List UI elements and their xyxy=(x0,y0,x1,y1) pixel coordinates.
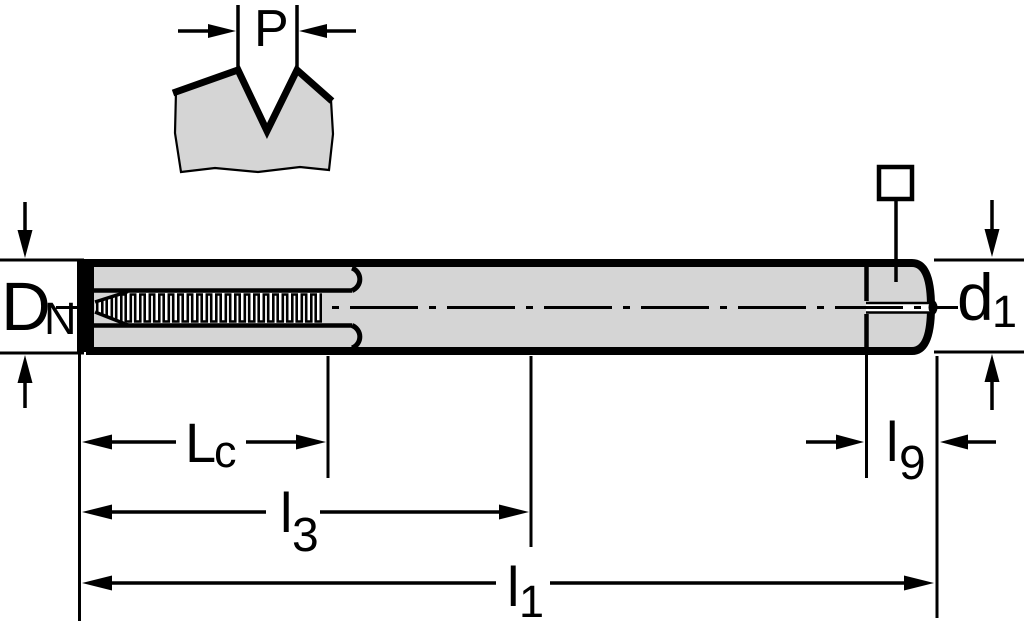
flute-lower-end-cap xyxy=(350,323,363,351)
pitch-detail: P xyxy=(171,0,356,174)
l3-label-sub: 3 xyxy=(292,509,319,562)
diameter-arrows xyxy=(17,200,1000,410)
l9-arrow-left xyxy=(836,434,864,450)
pitch-arrow-left-head xyxy=(208,24,236,38)
dimension-l9: l 9 xyxy=(806,410,996,490)
dn-arrow-bottom-head xyxy=(17,355,33,383)
lc-label-sub: c xyxy=(214,426,237,477)
lc-arrow-left xyxy=(82,434,112,450)
l9-arrow-right xyxy=(940,434,968,450)
lc-arrow-right xyxy=(296,434,326,450)
l3-arrow-right xyxy=(499,504,529,520)
dimension-l3: l 3 xyxy=(82,481,529,562)
l3-label-main: l xyxy=(280,481,292,544)
d1-label-main: d xyxy=(957,260,994,334)
l1-arrow-left xyxy=(82,575,112,591)
d1-label-sub: 1 xyxy=(992,286,1017,337)
diameter-labels: D N d 1 xyxy=(1,260,1017,345)
d1-arrow-bottom-head xyxy=(984,354,1000,382)
thread-boundary-top xyxy=(94,289,129,304)
tap-body xyxy=(77,259,938,355)
l1-arrow-right xyxy=(904,575,934,591)
thread-section-hatch xyxy=(95,293,322,323)
l9-label-main: l xyxy=(886,410,898,473)
tap-front-end-face xyxy=(77,259,92,352)
l9-label-sub: 9 xyxy=(899,437,926,490)
square-drive-callout xyxy=(876,164,915,282)
dn-arrow-top-head xyxy=(17,230,33,258)
l3-arrow-left xyxy=(82,504,112,520)
flute-upper-end-cap xyxy=(350,265,363,293)
thread-profile-crest-outline xyxy=(171,64,335,140)
l1-label-main: l xyxy=(507,555,519,618)
dimension-extension-lines xyxy=(78,350,939,621)
dimension-lc: L c xyxy=(82,411,326,477)
d1-arrow-top-head xyxy=(984,229,1000,257)
square-drive-icon xyxy=(876,164,915,202)
dn-label-main: D xyxy=(1,268,51,345)
lc-label-main: L xyxy=(185,411,216,474)
pitch-arrow-right-head xyxy=(299,24,327,38)
diameter-extension-lines xyxy=(0,258,1024,355)
dimension-l1: l 1 xyxy=(82,555,934,627)
dn-label-sub: N xyxy=(44,293,77,344)
l1-label-sub: 1 xyxy=(519,576,544,627)
thread-boundary-bottom xyxy=(94,310,129,327)
pitch-label: P xyxy=(254,0,289,58)
